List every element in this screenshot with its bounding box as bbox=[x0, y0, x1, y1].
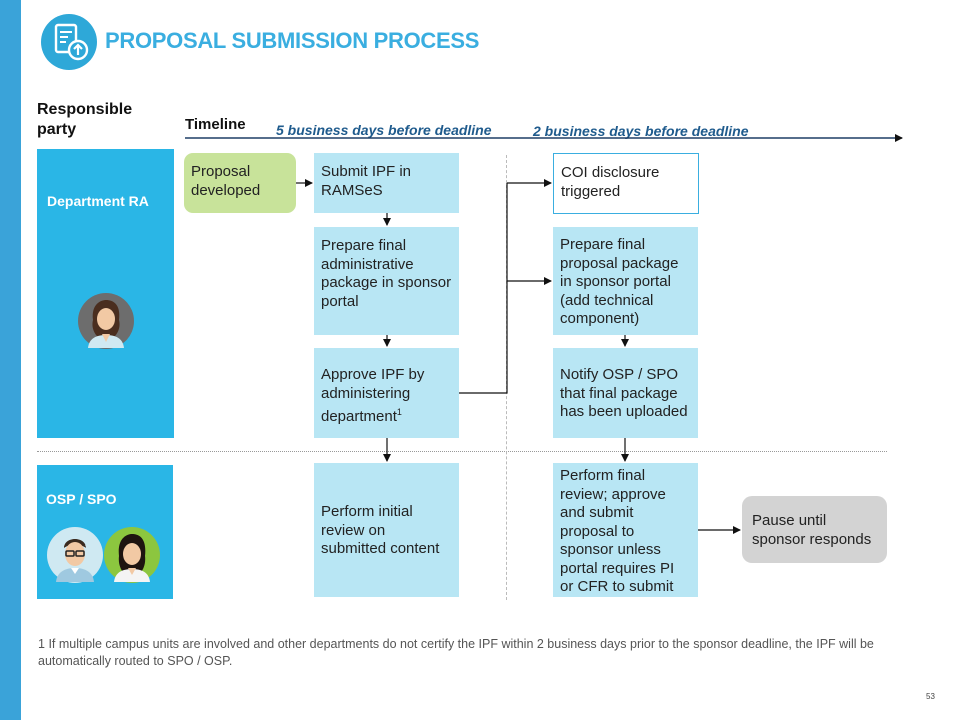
branch-connector bbox=[459, 183, 508, 394]
step-approve-ipf: Approve IPF by administering department1 bbox=[314, 348, 459, 438]
lane-label-dept: Department RA bbox=[47, 193, 149, 209]
lane-separator bbox=[37, 451, 887, 452]
document-upload-icon bbox=[41, 14, 97, 70]
footnote: 1 If multiple campus units are involved … bbox=[38, 636, 918, 670]
female-avatar-icon bbox=[77, 292, 135, 355]
lane-osp-spo: OSP / SPO bbox=[37, 465, 173, 599]
footnote-ref: 1 bbox=[396, 407, 402, 417]
male-glasses-avatar-icon bbox=[46, 526, 104, 589]
step-prepare-final-package: Prepare final proposal package in sponso… bbox=[553, 227, 698, 335]
timeline-heading: Timeline bbox=[185, 116, 246, 133]
female-avatar-icon bbox=[103, 526, 161, 589]
footnote-text: If multiple campus units are involved an… bbox=[38, 637, 874, 668]
step-pause: Pause until sponsor responds bbox=[742, 496, 887, 563]
timeline-marker-5-days: 5 business days before deadline bbox=[276, 122, 492, 138]
step-prepare-admin-package: Prepare final administrative package in … bbox=[314, 227, 459, 335]
lane-label-osp: OSP / SPO bbox=[46, 491, 117, 507]
step-notify-osp: Notify OSP / SPO that final package has … bbox=[553, 348, 698, 438]
step-coi-disclosure: COI disclosure triggered bbox=[553, 153, 699, 214]
step-perform-initial-review: Perform initial review on submitted cont… bbox=[314, 463, 459, 597]
step-perform-final-review: Perform final review; approve and submit… bbox=[553, 463, 698, 597]
step-submit-ipf: Submit IPF in RAMSeS bbox=[314, 153, 459, 213]
page-number: 53 bbox=[926, 692, 935, 701]
timeline-marker-2-days: 2 business days before deadline bbox=[533, 123, 749, 139]
responsible-party-heading: Responsible party bbox=[37, 101, 133, 138]
footnote-number: 1 bbox=[38, 637, 45, 651]
lane-department-ra: Department RA bbox=[37, 149, 174, 438]
approve-ipf-text: Approve IPF by administering department bbox=[321, 366, 425, 425]
page-title: PROPOSAL SUBMISSION PROCESS bbox=[105, 28, 480, 53]
left-accent-bar bbox=[0, 0, 21, 720]
step-proposal-developed: Proposal developed bbox=[184, 153, 296, 213]
